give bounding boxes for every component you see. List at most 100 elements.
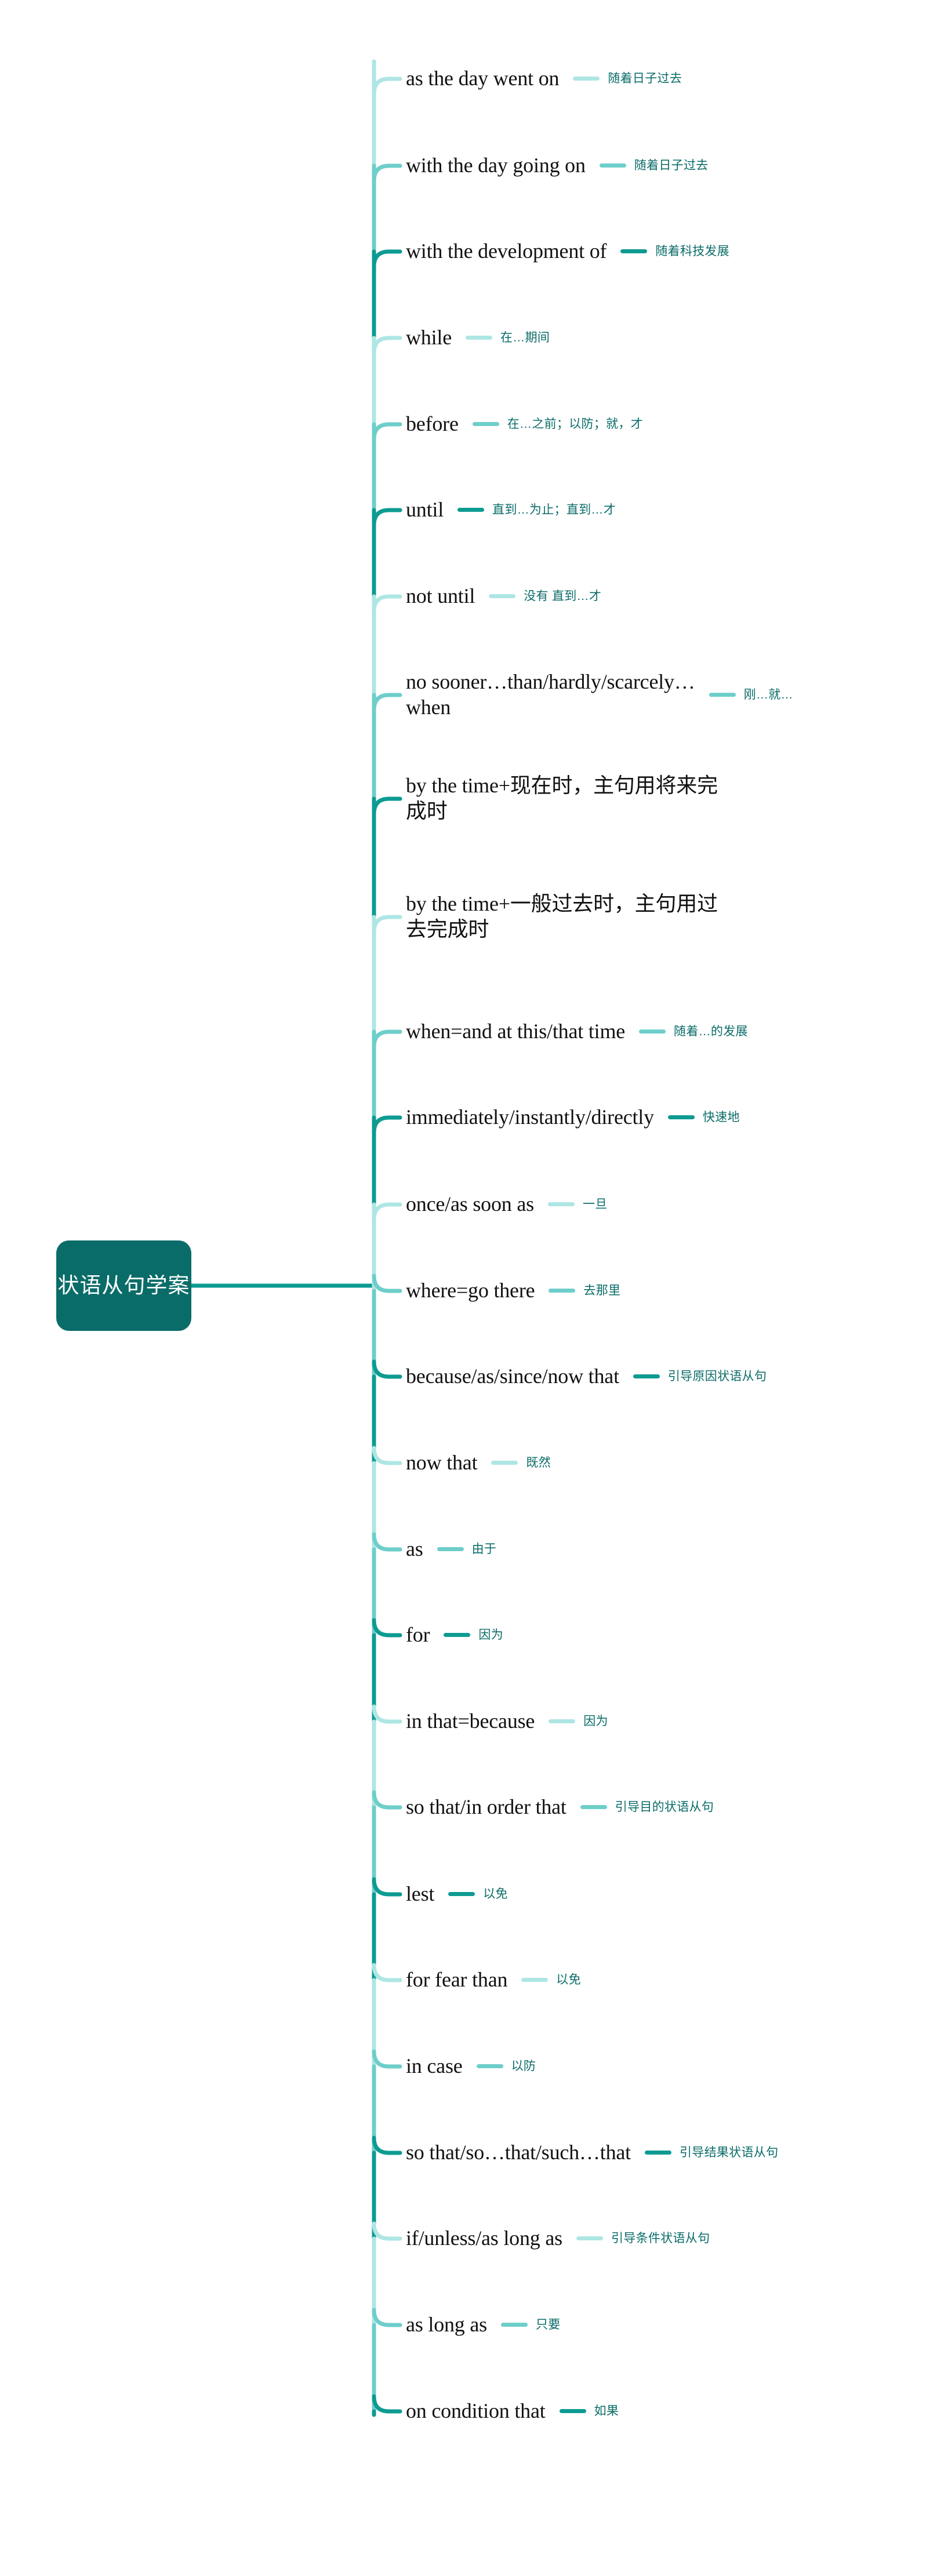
- branch-connector: [372, 796, 402, 816]
- branch-row[interactable]: as long as 只要: [406, 2312, 561, 2338]
- branch-translation[interactable]: 引导目的状语从句: [566, 1800, 714, 1814]
- branch-translation[interactable]: 刚…就…: [695, 687, 793, 702]
- branch-label-en: on condition that: [406, 2399, 546, 2423]
- branch-row[interactable]: if/unless/as long as 引导条件状语从句: [406, 2226, 710, 2251]
- branch-translation[interactable]: 以防: [463, 2059, 536, 2073]
- branch-translation[interactable]: 由于: [423, 1542, 497, 1556]
- branch-translation[interactable]: 在…期间: [452, 330, 550, 345]
- branch-translation[interactable]: 随着日子过去: [586, 158, 709, 173]
- branch-row[interactable]: in case 以防: [406, 2054, 536, 2079]
- translation-link-dash: [444, 1633, 471, 1638]
- branch-label-zh: 一旦: [582, 1198, 608, 1211]
- branch-label-en: by the time+一般过去时，主句用过 去完成时: [406, 892, 718, 941]
- branch-translation[interactable]: 直到…为止；直到…才: [444, 503, 616, 517]
- branch-connector: [372, 77, 402, 96]
- branch-label-zh: 由于: [471, 1542, 497, 1556]
- branch-label-zh: 直到…为止；直到…才: [492, 503, 616, 517]
- translation-link-dash: [644, 2151, 671, 2155]
- branch-translation[interactable]: 既然: [477, 1456, 551, 1470]
- translation-link-dash: [549, 1289, 576, 1293]
- center-node[interactable]: 状语从句学案: [56, 1240, 191, 1331]
- branch-label-zh: 在…之前；以防；就，才: [507, 417, 644, 431]
- branch-label-zh: 引导条件状语从句: [611, 2232, 710, 2246]
- branch-label-en: because/as/since/now that: [406, 1365, 619, 1388]
- branch-connector: [372, 1202, 402, 1222]
- branch-label-en: lest: [406, 1882, 435, 1906]
- branch-translation[interactable]: 快速地: [654, 1110, 740, 1125]
- branch-row[interactable]: by the time+现在时，主句用将来完 成时: [406, 773, 718, 824]
- branch-row[interactable]: because/as/since/now that 引导原因状语从句: [406, 1364, 767, 1389]
- branch-connector: [372, 1877, 402, 1897]
- branch-row[interactable]: as the day went on 随着日子过去: [406, 66, 682, 92]
- branch-label-zh: 随着日子过去: [608, 72, 682, 86]
- branch-connector: [372, 594, 402, 614]
- branch-label-en: now that: [406, 1451, 478, 1475]
- branch-translation[interactable]: 没有 直到…才: [475, 589, 601, 603]
- branch-connector: [372, 2135, 402, 2155]
- branch-connector: [372, 508, 402, 527]
- branch-translation[interactable]: 因为: [535, 1714, 608, 1729]
- center-node-label: 状语从句学案: [57, 1273, 190, 1297]
- translation-link-dash: [489, 594, 516, 599]
- branch-label-en: no sooner…than/hardly/scarcely… when: [406, 670, 695, 719]
- branch-translation[interactable]: 引导原因状语从句: [619, 1369, 767, 1384]
- translation-link-dash: [667, 1115, 695, 1120]
- branch-translation[interactable]: 引导条件状语从句: [562, 2231, 710, 2246]
- translation-link-dash: [580, 1805, 607, 1810]
- branch-translation[interactable]: 如果: [546, 2404, 619, 2418]
- branch-label-zh: 在…期间: [500, 331, 550, 345]
- branch-row[interactable]: by the time+一般过去时，主句用过 去完成时: [406, 892, 718, 943]
- branch-label-zh: 因为: [583, 1715, 608, 1729]
- translation-link-dash: [491, 1461, 518, 1465]
- branch-translation[interactable]: 随着科技发展: [606, 244, 729, 259]
- branch-label-en: if/unless/as long as: [406, 2226, 562, 2250]
- branch-translation[interactable]: 以免: [507, 1973, 581, 1987]
- branch-translation[interactable]: 因为: [430, 1628, 503, 1642]
- branch-label-zh: 去那里: [583, 1284, 621, 1298]
- translation-link-dash: [547, 1202, 575, 1207]
- branch-translation[interactable]: 以免: [434, 1887, 508, 1901]
- branch-connector: [372, 1359, 402, 1379]
- branch-label-en: with the day going on: [406, 154, 586, 177]
- branch-label-zh: 只要: [535, 2318, 561, 2332]
- branch-label-zh: 引导结果状语从句: [679, 2146, 779, 2160]
- branch-translation[interactable]: 一旦: [534, 1197, 608, 1211]
- branch-translation[interactable]: 去那里: [535, 1283, 620, 1298]
- branch-translation[interactable]: 随着…的发展: [625, 1024, 748, 1039]
- branch-label-zh: 引导原因状语从句: [667, 1370, 767, 1384]
- branch-translation[interactable]: 随着日子过去: [559, 71, 682, 86]
- branch-connector: [372, 1115, 402, 1135]
- branch-label-en: as long as: [406, 2313, 487, 2337]
- branch-label-en: as the day went on: [406, 67, 560, 90]
- branch-translation[interactable]: 引导结果状语从句: [631, 2145, 778, 2160]
- branch-label-en: in case: [406, 2054, 463, 2078]
- branch-label-zh: 以防: [511, 2060, 536, 2073]
- translation-link-dash: [437, 1547, 464, 1552]
- branch-translation[interactable]: 只要: [487, 2317, 561, 2332]
- branch-translation[interactable]: 在…之前；以防；就，才: [459, 417, 643, 431]
- branch-label-zh: 随着科技发展: [655, 245, 730, 259]
- branch-connector: [372, 2394, 402, 2414]
- branch-connector: [372, 1963, 402, 1982]
